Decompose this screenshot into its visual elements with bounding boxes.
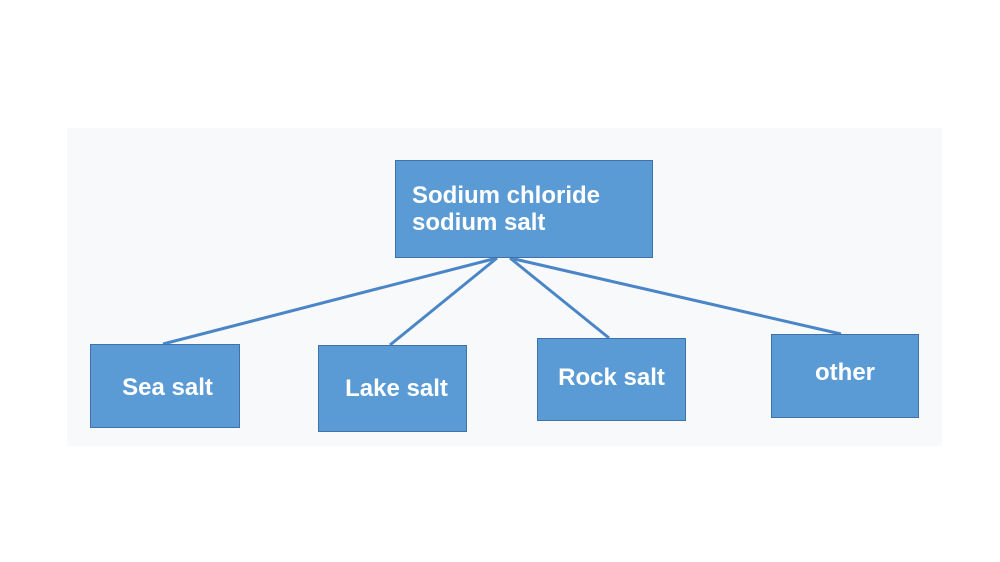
child-node-label: Sea salt <box>122 374 213 401</box>
root-node-label-line-2: sodium salt <box>412 209 546 236</box>
connector-sea-salt <box>162 256 498 346</box>
child-node-label: Lake salt <box>345 374 448 402</box>
root-node-label-line-1: Sodium chloride <box>412 182 601 209</box>
child-node-sea-salt: Sea salt <box>90 344 240 428</box>
child-node-rock-salt: Rock salt <box>537 338 686 421</box>
root-node-sodium-chloride: Sodium chloride sodium salt <box>395 160 653 258</box>
child-node-label: Rock salt <box>558 363 665 391</box>
connector-rock-salt <box>509 256 610 340</box>
child-node-other: other <box>771 334 919 418</box>
connector-lake-salt <box>389 256 498 347</box>
child-node-label: other <box>815 358 875 386</box>
connector-other <box>509 256 842 336</box>
child-node-lake-salt: Lake salt <box>318 345 467 432</box>
